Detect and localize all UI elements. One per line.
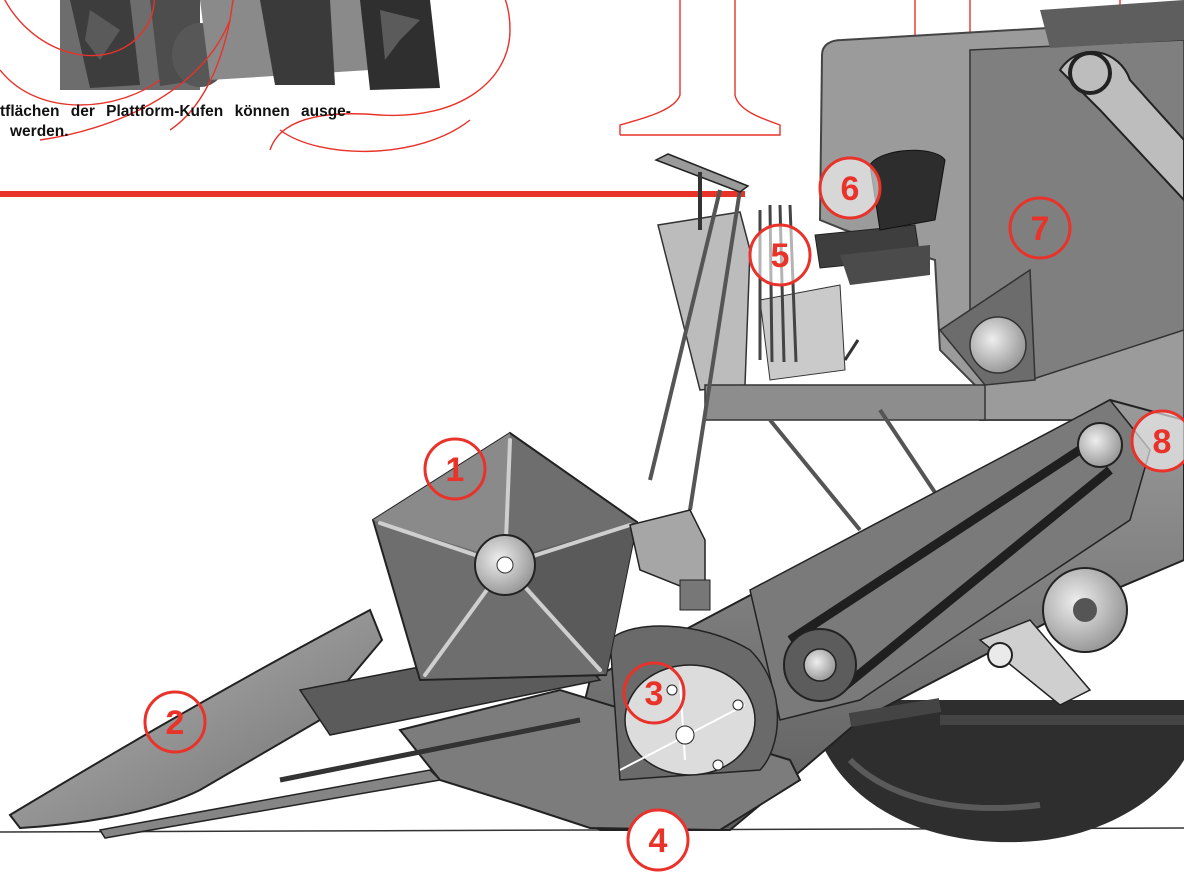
callout-6-label: 6 (841, 170, 860, 208)
callout-1: 1 (423, 437, 487, 501)
cutting-platform (398, 625, 802, 832)
callout-3: 3 (622, 661, 686, 725)
callout-8-label: 8 (1153, 423, 1172, 461)
callout-5: 5 (748, 223, 812, 287)
caption-line-1: tflächen der Plattform-Kufen können ausg… (0, 103, 351, 120)
operator-platform (648, 149, 986, 532)
callout-2: 2 (143, 690, 207, 754)
drive-wheel (820, 700, 1184, 843)
callout-1-label: 1 (446, 451, 465, 489)
tractor-photo (60, 0, 440, 90)
callout-3-label: 3 (645, 675, 664, 713)
caption-line-2: werden. (10, 123, 69, 140)
callout-7: 7 (1008, 196, 1072, 260)
callout-2-label: 2 (166, 704, 185, 742)
callout-6: 6 (818, 156, 882, 220)
thresher-housing (818, 0, 1184, 421)
callout-8: 8 (1130, 409, 1184, 473)
callout-4: 4 (626, 808, 690, 872)
photo-caption: tflächen der Plattform-Kufen können ausg… (0, 102, 500, 142)
callout-4-label: 4 (649, 822, 668, 860)
red-divider-line (0, 191, 745, 197)
callout-7-label: 7 (1031, 210, 1050, 248)
callout-5-label: 5 (771, 237, 790, 275)
